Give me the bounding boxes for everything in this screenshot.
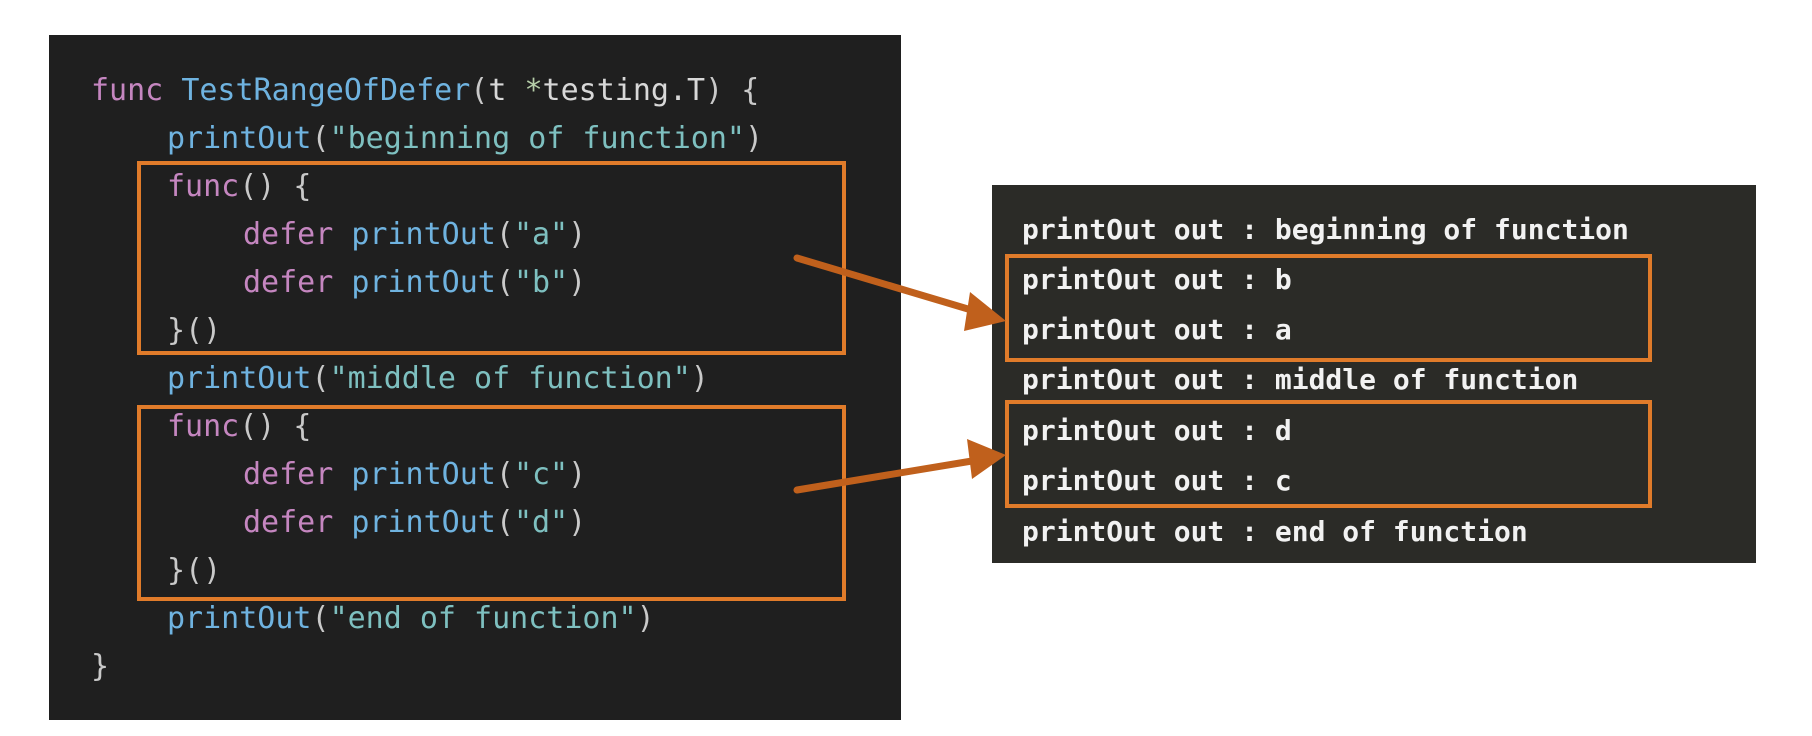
func-keyword: func [91, 73, 164, 108]
closure-open: () { [239, 409, 312, 444]
print-call: printOut [167, 601, 312, 636]
code-line-print-middle: printOut("middle of function") [167, 361, 709, 396]
defer-keyword: defer [243, 217, 334, 252]
code-line-defer-d: defer printOut("d") [243, 505, 587, 540]
output-highlight-box-dc [1005, 400, 1652, 508]
code-panel: func TestRangeOfDefer(t *testing.T) { pr… [49, 35, 901, 720]
arrow-cd [793, 439, 1006, 494]
print-call: printOut [351, 505, 496, 540]
code-line-print-end: printOut("end of function") [167, 601, 655, 636]
closure-close: }() [167, 553, 222, 588]
defer-keyword: defer [243, 265, 334, 300]
string-literal: "d" [513, 505, 569, 540]
output-highlight-box-ba [1005, 254, 1652, 362]
code-line-closure-close-2: }() [167, 551, 221, 591]
string-literal: "end of function" [329, 601, 637, 636]
output-panel: printOut out : beginning of function pri… [992, 185, 1756, 563]
close-brace: } [91, 649, 110, 684]
defer-keyword: defer [243, 457, 334, 492]
code-line-closure-close: }() [167, 311, 221, 351]
code-line-closure-open: func() { [167, 167, 312, 207]
code-line-print-beginning: printOut("beginning of function") [167, 121, 764, 156]
param-type: testing.T [542, 73, 706, 108]
pointer-star: * [524, 73, 543, 108]
arrow-ab [793, 254, 1006, 331]
string-literal: "beginning of function" [329, 121, 745, 156]
defer-keyword: defer [243, 505, 334, 540]
output-line: printOut out : beginning of function [1022, 213, 1629, 246]
closure-func-keyword: func [167, 409, 240, 444]
code-line-defer-b: defer printOut("b") [243, 265, 587, 300]
code-line-close-brace: } [91, 647, 109, 687]
code-line-closure-open-2: func() { [167, 407, 312, 447]
closure-close: }() [167, 313, 222, 348]
code-line-defer-a: defer printOut("a") [243, 217, 587, 252]
print-call: printOut [351, 217, 496, 252]
print-call: printOut [167, 361, 312, 396]
code-line-defer-c: defer printOut("c") [243, 457, 587, 492]
output-line: printOut out : c [1022, 464, 1292, 497]
string-literal: "b" [513, 265, 569, 300]
output-line: printOut out : b [1022, 263, 1292, 296]
closure-open: () { [239, 169, 312, 204]
code-line-func-signature: func TestRangeOfDefer(t *testing.T) { [91, 73, 760, 108]
output-line: printOut out : d [1022, 414, 1292, 447]
print-call: printOut [351, 265, 496, 300]
output-line: printOut out : middle of function [1022, 363, 1579, 396]
code-highlight-box-ab [137, 161, 846, 355]
string-literal: "a" [513, 217, 569, 252]
test-function-name: TestRangeOfDefer [181, 73, 471, 108]
print-call: printOut [167, 121, 312, 156]
open-brace: { [741, 73, 760, 108]
string-literal: "c" [513, 457, 569, 492]
param-name: t [488, 73, 507, 108]
output-line: printOut out : end of function [1022, 515, 1528, 548]
output-line: printOut out : a [1022, 313, 1292, 346]
code-highlight-box-cd [137, 405, 846, 601]
closure-func-keyword: func [167, 169, 240, 204]
print-call: printOut [351, 457, 496, 492]
string-literal: "middle of function" [329, 361, 691, 396]
